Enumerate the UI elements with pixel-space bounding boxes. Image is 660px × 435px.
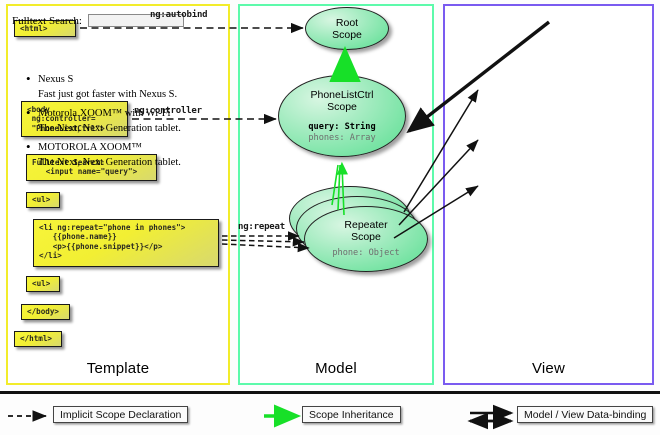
view-phone-name: MOTOROLA XOOM™ <box>26 139 206 155</box>
connector-label-repeat: ng:repeat <box>238 222 285 232</box>
code-box-body-close: </body> <box>21 304 70 320</box>
view-list-item: MOTOROLA XOOM™ The Next, Next Generation… <box>26 139 206 170</box>
connector-label-controller: ng:controller <box>134 106 202 116</box>
legend-separator <box>0 391 660 394</box>
view-phone-name: Motorola XOOM™ with Wi-Fi <box>26 105 206 121</box>
legend-label-implicit-scope-declaration: Implicit Scope Declaration <box>53 406 189 423</box>
scope-oval-root: Root Scope <box>305 7 389 50</box>
code-box-ul-open: <ul> <box>26 192 60 208</box>
legend: Implicit Scope Declaration Scope Inherit… <box>0 400 660 435</box>
code-box-html-open: <html> <box>14 20 76 37</box>
code-box-li-repeat: <li ng:repeat="phone in phones"> {{phone… <box>33 219 219 267</box>
scope-oval-phonelistctrl: PhoneListCtrl Scope query: String phones… <box>278 75 406 157</box>
column-view: View <box>443 4 654 385</box>
view-list-item: Nexus S Fast just got faster with Nexus … <box>26 71 206 102</box>
scope-title-phonelistctrl: PhoneListCtrl Scope <box>310 89 374 113</box>
view-phone-snippet: Fast just got faster with Nexus S. <box>38 89 178 100</box>
view-phone-snippet: The Next, Next Generation tablet. <box>38 123 181 134</box>
scope-title-root: Root Scope <box>332 16 362 41</box>
column-label-view: View <box>531 360 566 377</box>
column-label-model: Model <box>315 360 357 377</box>
code-box-ul-close: <ul> <box>26 276 60 292</box>
view-search-row: Fulltext Search: <box>12 14 184 27</box>
scope-title-repeater: Repeater Scope <box>344 219 388 244</box>
legend-label-model-view-data-binding: Model / View Data-binding <box>517 406 654 423</box>
view-search-label: Fulltext Search: <box>12 14 82 27</box>
scope-attr-query: query: String <box>308 122 376 132</box>
view-phone-list: Nexus S Fast just got faster with Nexus … <box>26 71 206 174</box>
view-phone-snippet: The Next, Next Generation tablet. <box>38 157 181 168</box>
scope-oval-repeater: Repeater Scope phone: Object <box>304 206 428 272</box>
legend-label-scope-inheritance: Scope Inheritance <box>302 406 401 423</box>
column-label-template: Template <box>86 360 150 377</box>
connector-label-autobind: ng:autobind <box>150 10 208 20</box>
view-phone-name: Nexus S <box>26 71 206 87</box>
scope-attr-phones: phones: Array <box>308 132 376 143</box>
scope-attr-phone: phone: Object <box>332 248 400 259</box>
view-search-input[interactable] <box>87 14 184 27</box>
code-box-fulltext-search: Fulltext Search: <input name="query"> <box>26 154 157 181</box>
view-list-item: Motorola XOOM™ with Wi-Fi The Next, Next… <box>26 105 206 136</box>
code-box-html-close: </html> <box>14 331 62 347</box>
